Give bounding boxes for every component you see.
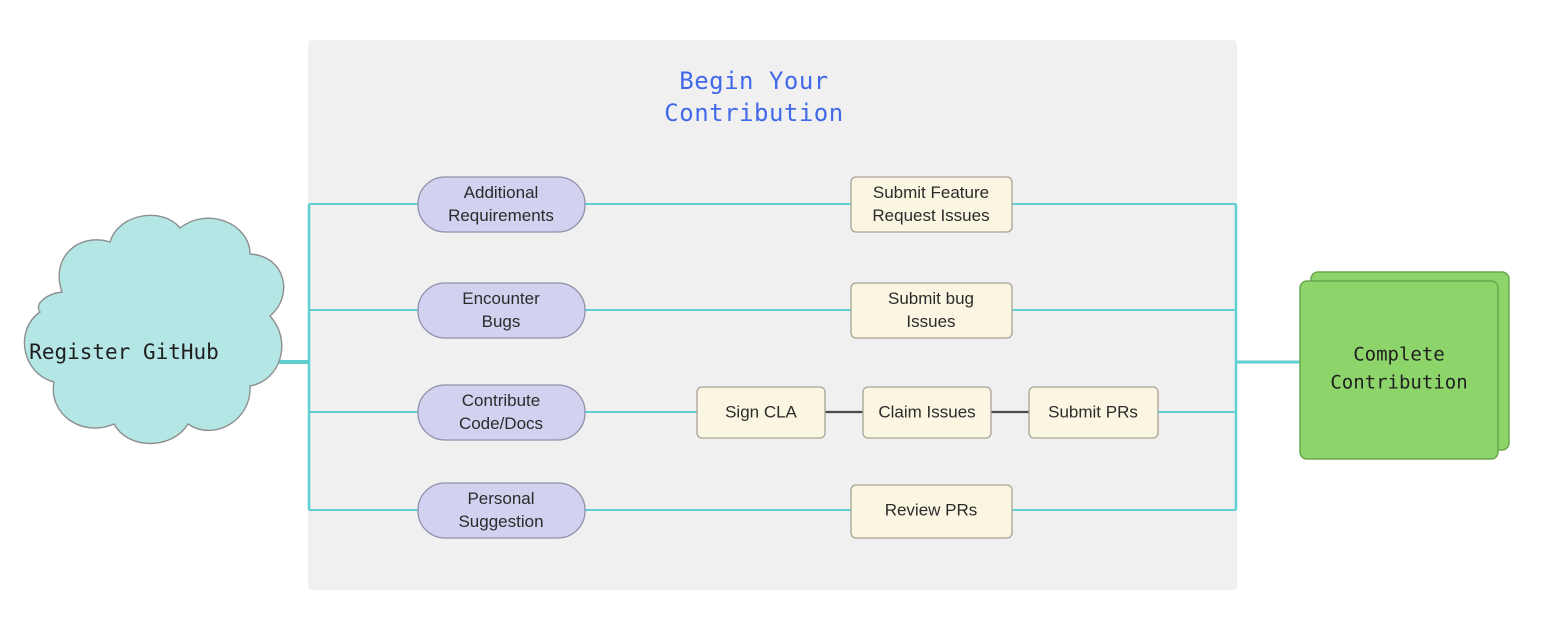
- trigger-3-line2: Code/Docs: [459, 414, 543, 433]
- end-node-front-layer: [1299, 280, 1499, 460]
- trigger-2-line1: Encounter: [462, 289, 540, 308]
- node-trigger-personal-suggestion[interactable]: Personal Suggestion: [417, 482, 586, 539]
- trigger-4-line1: Personal: [467, 489, 534, 508]
- trigger-3-line1: Contribute: [462, 391, 540, 410]
- action-4-box: [850, 484, 1013, 539]
- diagram-title-line1: Begin Your: [679, 67, 829, 95]
- sequence-2-label: Claim Issues: [878, 402, 975, 421]
- node-complete-contribution[interactable]: Complete Contribution: [1299, 271, 1510, 460]
- node-register-github[interactable]: Register GitHub: [23, 214, 285, 445]
- diagram-title-line2: Contribution: [664, 99, 843, 127]
- sequence-3-box: [1028, 386, 1159, 439]
- sequence-2-box: [862, 386, 992, 439]
- action-1-line1: Submit Feature: [873, 183, 989, 202]
- action-2-line2: Issues: [906, 312, 955, 331]
- node-trigger-contribute-code-docs[interactable]: Contribute Code/Docs: [417, 384, 586, 441]
- edge-group-cyan: [234, 203, 1300, 511]
- sequence-1-label: Sign CLA: [725, 402, 797, 421]
- node-complete-contribution-line2: Contribution: [1330, 372, 1467, 394]
- cloud-shape: [23, 214, 285, 445]
- sequence-1-box: [696, 386, 826, 439]
- node-trigger-additional-requirements[interactable]: Additional Requirements: [417, 176, 586, 233]
- trigger-4-box: [417, 482, 586, 539]
- action-4-label: Review PRs: [885, 500, 978, 519]
- sequence-3-label: Submit PRs: [1048, 402, 1138, 421]
- node-trigger-encounter-bugs[interactable]: Encounter Bugs: [417, 282, 586, 339]
- node-complete-contribution-line1: Complete: [1353, 344, 1445, 366]
- action-1-line2: Request Issues: [872, 206, 989, 225]
- node-register-github-label: Register GitHub: [29, 340, 219, 364]
- action-2-line1: Submit bug: [888, 289, 974, 308]
- node-action-submit-feature-request-issues[interactable]: Submit Feature Request Issues: [850, 176, 1013, 233]
- trigger-2-line2: Bugs: [482, 312, 521, 331]
- node-action-review-prs[interactable]: Review PRs: [850, 484, 1013, 539]
- trigger-1-line1: Additional: [464, 183, 539, 202]
- trigger-1-line2: Requirements: [448, 206, 554, 225]
- node-action-submit-bug-issues[interactable]: Submit bug Issues: [850, 282, 1013, 339]
- node-action-sign-cla[interactable]: Sign CLA: [696, 386, 826, 439]
- action-2-box: [850, 282, 1013, 339]
- node-action-claim-issues[interactable]: Claim Issues: [862, 386, 992, 439]
- trigger-2-box: [417, 282, 586, 339]
- action-1-box: [850, 176, 1013, 233]
- diagram-title: Begin Your Contribution: [664, 67, 843, 127]
- trigger-4-line2: Suggestion: [458, 512, 543, 531]
- node-action-submit-prs[interactable]: Submit PRs: [1028, 386, 1159, 439]
- trigger-3-box: [417, 384, 586, 441]
- trigger-1-box: [417, 176, 586, 233]
